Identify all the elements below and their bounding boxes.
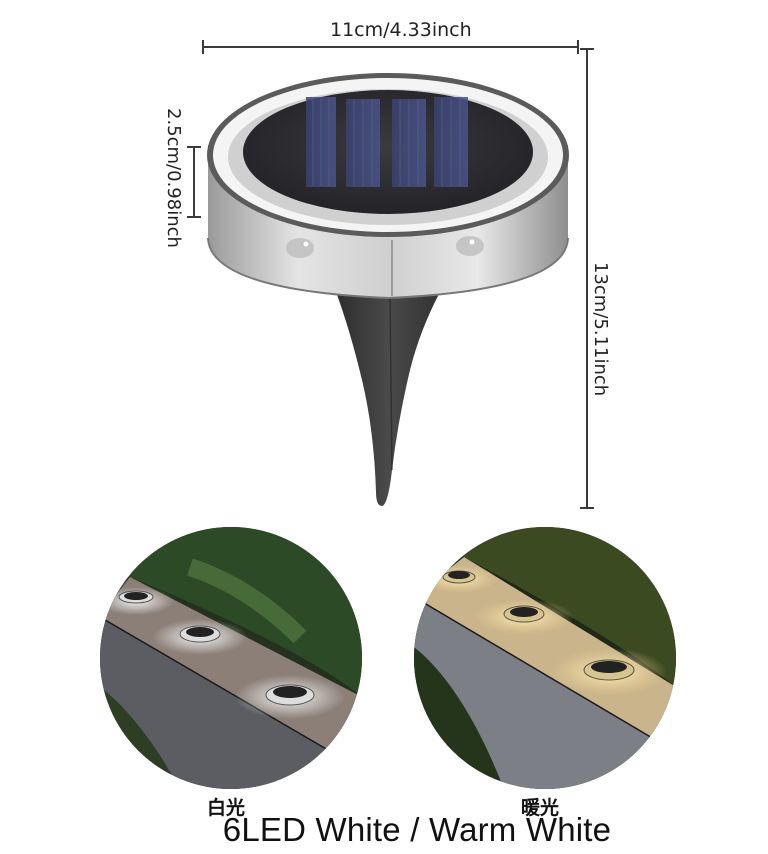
- thickness-dimension-line: [193, 146, 195, 218]
- light-fixture: [442, 570, 635, 681]
- warm-light-photo: [414, 527, 676, 789]
- width-dimension-tick-right: [577, 40, 579, 54]
- height-dimension-tick-top: [580, 48, 594, 50]
- thickness-dimension-tick-top: [187, 146, 201, 148]
- product-image: [207, 73, 569, 506]
- thickness-dimension-tick-bottom: [187, 216, 201, 218]
- width-label: 11cm/4.33inch: [330, 19, 472, 41]
- thickness-label: 2.5cm/0.98inch: [163, 108, 184, 248]
- solar-panel: [243, 90, 533, 214]
- height-label: 13cm/5.11inch: [590, 262, 611, 397]
- warm-light-caption: 暖光: [521, 797, 560, 819]
- white-light-caption: 白光: [207, 797, 246, 819]
- light-fixture: [118, 590, 315, 706]
- white-light-photo: [100, 527, 362, 789]
- width-dimension-line: [202, 46, 579, 48]
- product-title: 6LED White / Warm White: [222, 811, 612, 848]
- height-dimension-line: [586, 48, 588, 509]
- width-dimension-tick-left: [202, 40, 204, 54]
- height-dimension-tick-bottom: [580, 507, 594, 509]
- ground-spike: [336, 292, 440, 506]
